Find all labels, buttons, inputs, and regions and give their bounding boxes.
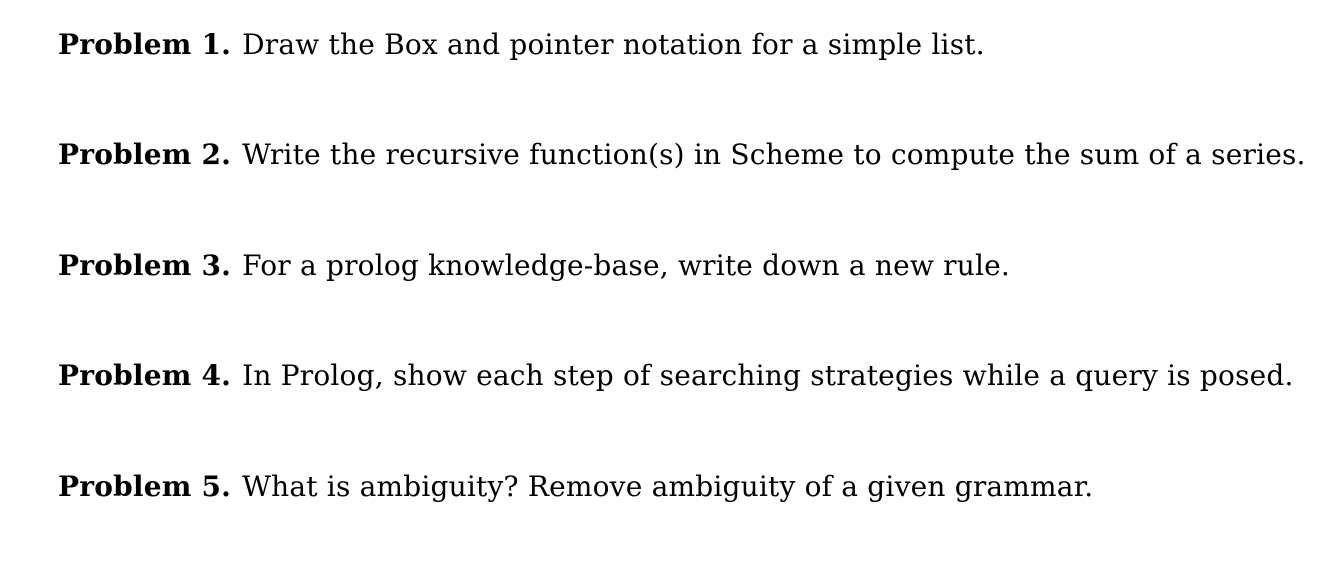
problem-3-label: Problem 3. [58, 249, 232, 282]
problem-item-5: Problem 5. What is ambiguity? Remove ambi… [58, 470, 1288, 503]
problem-item-2: Problem 2. Write the recursive function(s… [58, 138, 1305, 171]
problem-item-1: Problem 1. Draw the Box and pointer notat… [58, 28, 1288, 61]
problem-4-label: Problem 4. [58, 359, 232, 392]
problem-5-text: What is ambiguity? Remove ambiguity of a… [242, 470, 1094, 503]
problem-2-label: Problem 2. [58, 138, 232, 171]
problem-4-text: In Prolog, show each step of searching s… [242, 359, 1294, 392]
problem-2-text: Write the recursive function(s) in Schem… [242, 138, 1306, 171]
problem-1-label: Problem 1. [58, 28, 232, 61]
problem-1-text: Draw the Box and pointer notation for a … [242, 28, 985, 61]
problem-item-3: Problem 3. For a prolog knowledge-base, w… [58, 249, 1288, 282]
problem-3-text: For a prolog knowledge-base, write down … [242, 249, 1010, 282]
problem-5-label: Problem 5. [58, 470, 232, 503]
problem-item-4: Problem 4. In Prolog, show each step of s… [58, 359, 1293, 392]
